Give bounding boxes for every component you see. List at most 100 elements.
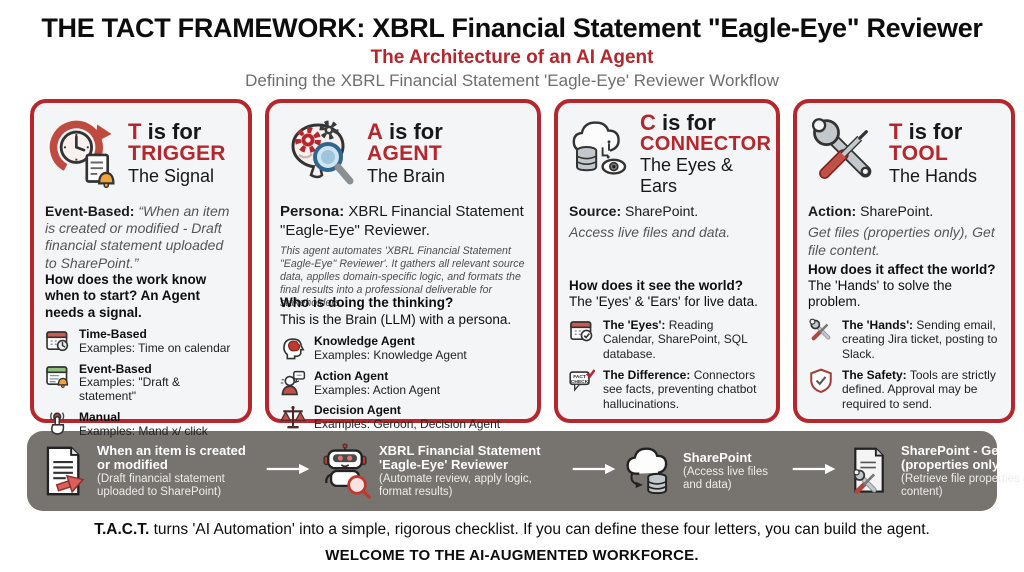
card-trigger-question: How does the work know when to start? An…	[45, 272, 237, 321]
item-label: The 'Eyes':	[603, 317, 666, 332]
card-connector-question: How does it see the world? The 'Eyes' & …	[569, 278, 765, 311]
item-label: Event-Based	[79, 361, 152, 376]
card-agent-question: Who is doing the thinking? This is the B…	[280, 295, 526, 328]
item-label: The 'Hands':	[842, 317, 914, 332]
footer-tact-label: T.A.C.T.	[94, 521, 150, 539]
card-letter: T	[889, 119, 903, 145]
tools-icon	[808, 318, 834, 344]
lead-label: Action:	[808, 203, 857, 220]
footer-welcome: WELCOME TO THE AI-AUGMENTED WORKFORCE.	[325, 547, 699, 565]
workflow-step-agent: XBRL Financial Statement 'Eagle-Eye' Rev…	[319, 443, 563, 499]
card-tool-head: T is for TOOL The Hands	[808, 111, 1000, 195]
card-agent-head: A is for AGENT The Brain	[280, 111, 526, 195]
workflow-step-text: XBRL Financial Statement 'Eagle-Eye' Rev…	[379, 442, 563, 499]
flow-arrow-icon	[791, 461, 837, 482]
subtitle: The Architecture of an AI Agent	[370, 46, 654, 68]
step-title: XBRL Financial Statement 'Eagle-Eye' Rev…	[379, 442, 541, 473]
step-title: SharePoint	[683, 450, 752, 466]
shield-check-icon	[808, 368, 834, 394]
card-tool: T is for TOOL The Hands Action: SharePoi…	[793, 99, 1015, 424]
card-word: TOOL	[889, 142, 949, 166]
list-item: Decision Agent Examples: Geroon, Decisio…	[280, 404, 526, 432]
step-sub: (Draft financial statement uploaded to S…	[97, 472, 225, 498]
card-tool-items: The 'Hands': Sending email, creating Jir…	[808, 318, 1000, 411]
item-text: Examples: Time on calendar	[79, 340, 231, 355]
card-agent-title: A is for AGENT The Brain	[367, 120, 445, 186]
item-text: Examples: Geroon, Decision Agent	[314, 417, 501, 432]
item-text: Tools are strictly defined. Approval may…	[842, 368, 996, 411]
list-item: The Safety: Tools are strictly defined. …	[808, 368, 1000, 411]
step-title: When an item is created or modified	[97, 442, 246, 473]
question-main: Who is doing the thinking?	[280, 295, 454, 311]
card-connector-lead: Source: SharePoint. Access live files an…	[569, 203, 765, 278]
workflow-step-text: SharePoint - Get files (properties only)…	[901, 443, 1024, 499]
card-word: TRIGGER	[128, 142, 226, 166]
question-sub: The 'Eyes' & 'Ears' for live data.	[569, 294, 758, 310]
card-trigger-lead: Event-Based: “When an item is created or…	[45, 203, 237, 271]
document-arrow-icon	[39, 443, 89, 499]
card-letter: T	[128, 119, 142, 145]
card-letter: A	[367, 119, 383, 145]
list-item: The 'Hands': Sending email, creating Jir…	[808, 318, 1000, 361]
card-agent-lead: Persona: XBRL Financial Statement "Eagle…	[280, 203, 526, 308]
lead-para: Get files (properties only), Get file co…	[808, 224, 995, 258]
head-brain-icon	[280, 335, 306, 361]
card-trigger-title: T is for TRIGGER The Signal	[128, 120, 226, 186]
card-word: CONNECTOR	[640, 132, 772, 155]
card-role: The Eyes & Ears	[640, 155, 734, 196]
list-item: Manual Examples: Mand x/ click	[45, 410, 237, 439]
cloud-database-eye-icon	[569, 117, 633, 189]
calendar-check-icon	[569, 318, 595, 344]
workflow-step-trigger: When an item is created or modified (Dra…	[39, 443, 257, 499]
lead-text: SharePoint.	[625, 203, 699, 220]
item-text: Connectors see facts, preventing chatbot…	[603, 368, 757, 411]
lead-para: Access live files and data.	[569, 224, 731, 241]
list-item: Knowledge Agent Examples: Knowledge Agen…	[280, 334, 526, 363]
page-title: THE TACT FRAMEWORK: XBRL Financial State…	[41, 13, 983, 43]
card-connector-items: The 'Eyes': Reading Calendar, SharePoint…	[569, 318, 765, 411]
document-tools-icon	[845, 443, 893, 499]
card-trigger-items: Time-Based Examples: Time on calendar	[45, 326, 237, 439]
lead-label: Event-Based:	[45, 203, 135, 220]
footer-summary-text: turns 'AI Automation' into a simple, rig…	[153, 521, 930, 539]
workflow-step-tool: SharePoint - Get files (properties only)…	[845, 443, 1024, 499]
item-text: Examples: "Draft & statement"	[79, 375, 180, 404]
card-trigger-head: T is for TRIGGER The Signal	[45, 111, 237, 195]
card-isfor: is for	[147, 119, 202, 145]
step-sub: (Retrieve file properties and content)	[901, 472, 1024, 498]
card-isfor: is for	[662, 109, 716, 135]
question-sub: This is the Brain (LLM) with a persona.	[280, 311, 512, 327]
workflow-step-text: When an item is created or modified (Dra…	[97, 442, 257, 499]
step-sub: (Automate review, apply logic, format re…	[379, 472, 532, 498]
item-text: Reading Calendar, SharePoint, SQL databa…	[603, 317, 748, 361]
card-role: The Hands	[889, 166, 978, 187]
card-letter: C	[640, 109, 656, 135]
item-label: Decision Agent	[314, 403, 401, 418]
list-item: Time-Based Examples: Time on calendar	[45, 326, 237, 356]
question-main: How does it see the world?	[569, 277, 744, 293]
item-label: The Safety:	[842, 368, 907, 383]
card-tool-title: T is for TOOL The Hands	[889, 120, 977, 186]
cloud-database-icon	[625, 444, 675, 498]
card-trigger: T is for TRIGGER The Signal Event-Based:…	[30, 99, 252, 438]
workflow-step-connector: SharePoint (Access live files and data)	[625, 444, 783, 498]
card-isfor: is for	[389, 119, 443, 145]
lead-text: XBRL Financial Statement "Eagle-Eye" Rev…	[280, 203, 524, 239]
list-item: FACT CHECK The Difference: Connectors se…	[569, 368, 765, 411]
workflow-step-text: SharePoint (Access live files and data)	[683, 451, 783, 491]
lead-quote: “When an item is created or modified - D…	[45, 203, 230, 271]
item-label: Time-Based	[79, 326, 147, 341]
wrench-screwdriver-icon	[808, 116, 882, 190]
card-connector: C is for CONNECTOR The Eyes & Ears Sourc…	[554, 99, 780, 424]
fact-check-icon: FACT CHECK	[569, 368, 595, 394]
card-connector-head: C is for CONNECTOR The Eyes & Ears	[569, 109, 771, 196]
card-role: The Brain	[367, 166, 446, 187]
footer-summary: T.A.C.T. turns 'AI Automation' into a si…	[18, 521, 1006, 539]
flow-arrow-icon	[265, 461, 311, 482]
flow-arrow-icon	[571, 461, 617, 482]
scales-icon	[280, 404, 306, 430]
item-label: Knowledge Agent	[314, 334, 415, 349]
card-tool-question: How does it affect the world? The 'Hands…	[808, 262, 1000, 311]
lead-label: Persona:	[280, 203, 345, 221]
